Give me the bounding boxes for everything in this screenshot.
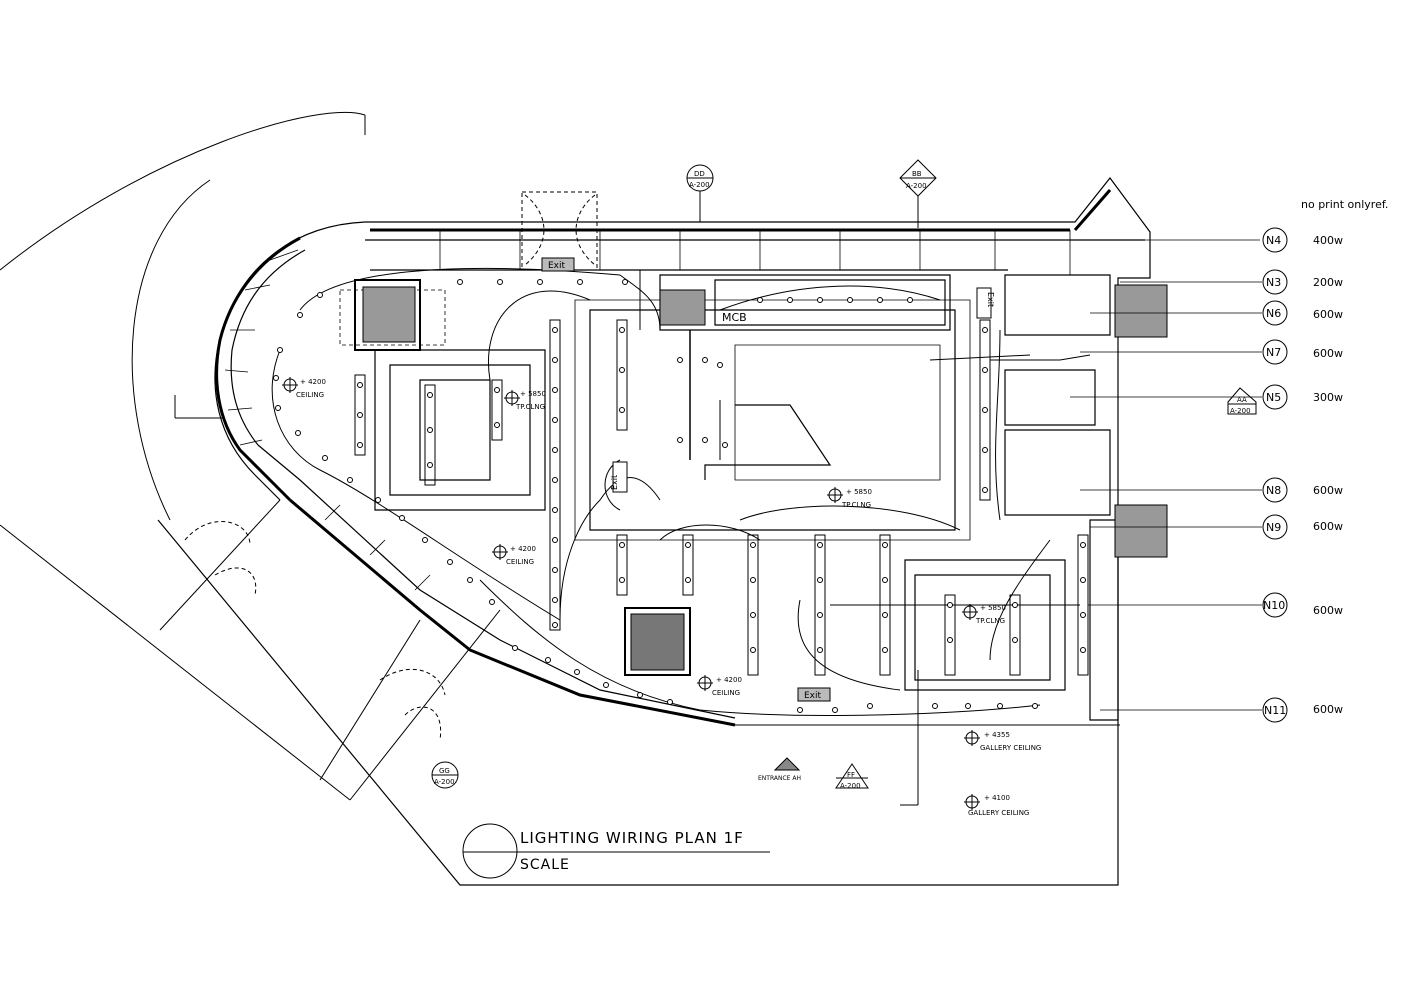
ceiling-marker-7: + 4355 GALLERY CEILING bbox=[964, 730, 1041, 752]
facade-mullions bbox=[224, 230, 1071, 591]
svg-text:200w: 200w bbox=[1313, 276, 1343, 289]
svg-text:A-200: A-200 bbox=[689, 181, 710, 189]
svg-text:TP.CLNG: TP.CLNG bbox=[975, 617, 1005, 625]
svg-text:TP.CLNG: TP.CLNG bbox=[841, 501, 871, 509]
svg-text:600w: 600w bbox=[1313, 520, 1343, 533]
circuit-tag-n10: N10 600w bbox=[1262, 592, 1343, 618]
ceiling-marker-5: + 5850 TP.CLNG bbox=[962, 604, 1006, 625]
svg-text:CEILING: CEILING bbox=[712, 689, 740, 697]
circuit-tag-n3: N3 200w bbox=[1262, 269, 1343, 295]
exit-sign-1: Exit bbox=[548, 261, 566, 271]
svg-text:N5: N5 bbox=[1266, 391, 1281, 404]
circuit-tags: N4 400w N3 200w N6 600w N7 600w N5 300w … bbox=[1262, 227, 1343, 723]
svg-text:+ 4200: + 4200 bbox=[510, 545, 536, 553]
svg-text:N3: N3 bbox=[1266, 276, 1281, 289]
svg-text:600w: 600w bbox=[1313, 703, 1343, 716]
exit-sign-2: Exit bbox=[804, 691, 822, 701]
svg-text:ENTRANCE AH: ENTRANCE AH bbox=[758, 775, 801, 782]
ceiling-marker-1: + 4200 CEILING bbox=[282, 377, 326, 399]
svg-text:+ 4100: + 4100 bbox=[984, 794, 1010, 802]
ceiling-marker-8: + 4100 GALLERY CEILING bbox=[964, 794, 1029, 817]
svg-text:A-200: A-200 bbox=[906, 182, 927, 190]
circuit-tag-n9: N9 600w bbox=[1262, 514, 1343, 540]
svg-text:600w: 600w bbox=[1313, 308, 1343, 321]
svg-text:CEILING: CEILING bbox=[506, 558, 534, 566]
svg-text:GALLERY CEILING: GALLERY CEILING bbox=[980, 744, 1041, 752]
svg-text:+ 4200: + 4200 bbox=[300, 378, 326, 386]
ceiling-marker-6: + 4200 CEILING bbox=[697, 675, 742, 697]
fixture-strips bbox=[354, 319, 1089, 676]
circuit-leaders bbox=[1070, 239, 1262, 711]
svg-text:600w: 600w bbox=[1313, 347, 1343, 360]
mcb-panel-label: MCB bbox=[722, 311, 747, 324]
svg-text:GALLERY CEILING: GALLERY CEILING bbox=[968, 809, 1029, 817]
svg-text:DD: DD bbox=[694, 170, 705, 178]
circuit-tag-n7: N7 600w bbox=[1262, 339, 1343, 365]
exit-signs: Exit Exit Exit Exit bbox=[541, 257, 995, 702]
svg-text:N11: N11 bbox=[1264, 704, 1286, 717]
svg-text:+ 4355: + 4355 bbox=[984, 731, 1010, 739]
svg-text:300w: 300w bbox=[1313, 391, 1343, 404]
svg-text:AA: AA bbox=[1237, 396, 1247, 404]
circuit-tag-n11: N11 600w bbox=[1262, 697, 1343, 723]
exit-sign-4: Exit bbox=[610, 475, 619, 490]
fixture-dots bbox=[273, 279, 1086, 713]
circuit-tag-n6: N6 600w bbox=[1262, 300, 1343, 326]
section-markers: DD A-200 BB A-200 AA A-200 GG A-200 FF A… bbox=[431, 159, 1257, 790]
svg-text:N10: N10 bbox=[1263, 599, 1285, 612]
no-print-note: no print onlyref. bbox=[1301, 198, 1388, 211]
svg-text:N6: N6 bbox=[1266, 307, 1281, 320]
svg-text:600w: 600w bbox=[1313, 484, 1343, 497]
title-block: LIGHTING WIRING PLAN 1F SCALE bbox=[462, 823, 770, 879]
svg-text:+ 5850: + 5850 bbox=[980, 604, 1006, 612]
site-arcs bbox=[0, 111, 919, 806]
svg-text:+ 5850: + 5850 bbox=[520, 390, 546, 398]
svg-text:+ 4200: + 4200 bbox=[716, 676, 742, 684]
svg-text:CEILING: CEILING bbox=[296, 391, 324, 399]
section-marker-gg: GG A-200 bbox=[431, 761, 459, 789]
circuit-tag-n5: N5 300w bbox=[1262, 384, 1343, 410]
ceiling-marker-4: + 5850 TP.CLNG bbox=[827, 487, 872, 509]
ceiling-markers: + 4200 CEILING + 5850 TP.CLNG + 4200 CEI… bbox=[282, 377, 1041, 817]
svg-text:N8: N8 bbox=[1266, 484, 1281, 497]
svg-text:N9: N9 bbox=[1266, 521, 1281, 534]
svg-text:N4: N4 bbox=[1266, 234, 1281, 247]
section-marker-aa: AA A-200 bbox=[1227, 387, 1257, 415]
svg-text:A-200: A-200 bbox=[840, 782, 861, 790]
section-marker-ff: FF A-200 bbox=[835, 763, 869, 790]
svg-text:+ 5850: + 5850 bbox=[846, 488, 872, 496]
ceiling-marker-2: + 5850 TP.CLNG bbox=[504, 390, 546, 411]
circuit-tag-n4: N4 400w bbox=[1262, 227, 1343, 253]
entrance-marker: ENTRANCE AH bbox=[758, 757, 801, 782]
section-marker-dd: DD A-200 bbox=[686, 164, 714, 222]
svg-text:TP.CLNG: TP.CLNG bbox=[515, 403, 545, 411]
scale-label: SCALE bbox=[520, 857, 570, 873]
svg-text:A-200: A-200 bbox=[434, 778, 455, 786]
svg-text:600w: 600w bbox=[1313, 604, 1343, 617]
section-marker-bb: BB A-200 bbox=[899, 159, 937, 228]
exit-sign-3: Exit bbox=[986, 292, 995, 307]
svg-text:FF: FF bbox=[847, 771, 855, 779]
svg-text:400w: 400w bbox=[1313, 234, 1343, 247]
svg-text:N7: N7 bbox=[1266, 346, 1281, 359]
svg-text:BB: BB bbox=[912, 170, 922, 178]
plan-title: LIGHTING WIRING PLAN 1F bbox=[520, 829, 744, 847]
svg-text:GG: GG bbox=[439, 767, 450, 775]
stair-hatch bbox=[362, 284, 1168, 671]
ceiling-marker-3: + 4200 CEILING bbox=[492, 544, 536, 566]
building-outline bbox=[157, 177, 1151, 886]
svg-text:A-200: A-200 bbox=[1230, 407, 1251, 415]
circuit-tag-n8: N8 600w bbox=[1262, 477, 1343, 503]
